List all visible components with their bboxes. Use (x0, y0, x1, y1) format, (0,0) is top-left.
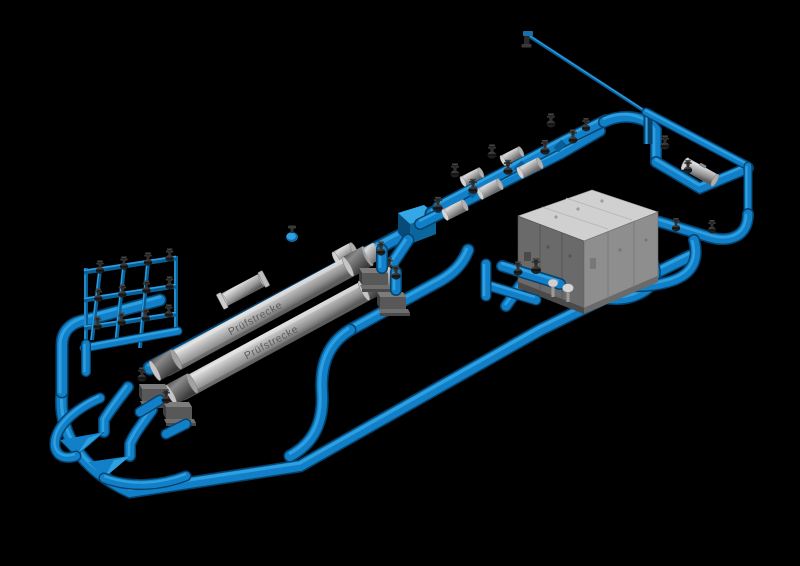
riser-top-valve[interactable] (521, 31, 534, 48)
cabinet-inlet-piping (480, 258, 574, 306)
upper-valve-train[interactable] (414, 113, 612, 230)
rack-to-loop-connector (81, 339, 91, 377)
wye-split-lower-piping (49, 367, 192, 490)
valve-manifold-rack[interactable] (79, 248, 183, 353)
control-cabinet[interactable] (517, 189, 659, 314)
lower-branch-piping (283, 243, 475, 463)
flow-meter-1 (216, 270, 270, 310)
test-section-inlet-piping (376, 241, 402, 296)
cabinet-inlet-valve-cluster[interactable] (513, 258, 574, 302)
right-return-header (598, 107, 754, 219)
